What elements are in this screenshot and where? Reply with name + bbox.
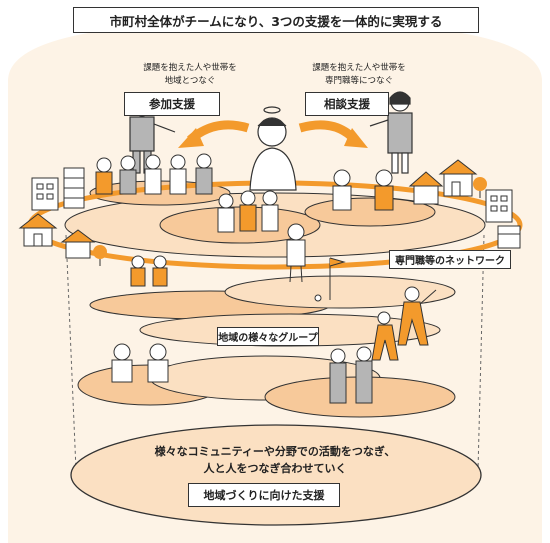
- local-groups-label: 地域の様々なグループ: [217, 327, 319, 346]
- community-text-line2: 人と人をつなぎ合わせていく: [203, 462, 347, 475]
- diagram-title: 市町村全体がチームになり、3つの支援を一体的に実現する: [73, 7, 479, 33]
- building-right-small: [497, 225, 521, 249]
- participation-note: 課題を抱えた人や世帯を 地域とつなぐ: [130, 62, 250, 88]
- arrow-left-head: [178, 128, 204, 148]
- building-right-apartment: [485, 189, 513, 223]
- participation-note-line2: 地域とつなぐ: [164, 76, 216, 86]
- house-right-1: [408, 171, 444, 205]
- consultation-note-line1: 課題を抱えた人や世帯を: [312, 63, 406, 73]
- house-left-2: [60, 229, 96, 259]
- tree-right: [473, 177, 487, 198]
- consultation-note: 課題を抱えた人や世帯を 専門職等につなぐ: [299, 62, 419, 88]
- community-text-line1: 様々なコミュニティーや分野での活動をつなぎ、: [154, 445, 396, 458]
- professional-network-label: 専門職等のネットワーク: [389, 250, 511, 269]
- group-hobby: [111, 343, 169, 383]
- consultation-support-label: 相談支援: [305, 92, 389, 116]
- consultation-note-line2: 専門職等につなぐ: [324, 76, 393, 86]
- participation-support-label: 参加支援: [124, 92, 220, 116]
- person-center-troubled: [249, 106, 297, 191]
- building-left-tower: [63, 167, 85, 209]
- building-left-apartment: [31, 177, 59, 211]
- group-children: [130, 255, 168, 287]
- house-right-2: [438, 159, 478, 197]
- community-text: 様々なコミュニティーや分野での活動をつなぎ、 人と人をつなぎ合わせていく: [120, 443, 430, 477]
- community-base-ellipse: [70, 424, 482, 526]
- person-staff-right: [369, 91, 413, 174]
- disc-mid-right: [224, 275, 456, 309]
- tree-left: [93, 245, 107, 266]
- group-professionals: [95, 153, 213, 195]
- group-business: [329, 346, 373, 404]
- house-left-1: [18, 213, 58, 247]
- participation-note-line1: 課題を抱えた人や世帯を: [143, 63, 237, 73]
- group-consultation: [332, 169, 394, 211]
- group-family: [217, 190, 279, 233]
- community-support-label: 地域づくりに向けた支援: [188, 483, 340, 507]
- group-exercise: [371, 286, 437, 361]
- arrow-right-head: [344, 128, 368, 148]
- person-elderly: [286, 223, 306, 283]
- gate-ball-goal: [314, 257, 346, 302]
